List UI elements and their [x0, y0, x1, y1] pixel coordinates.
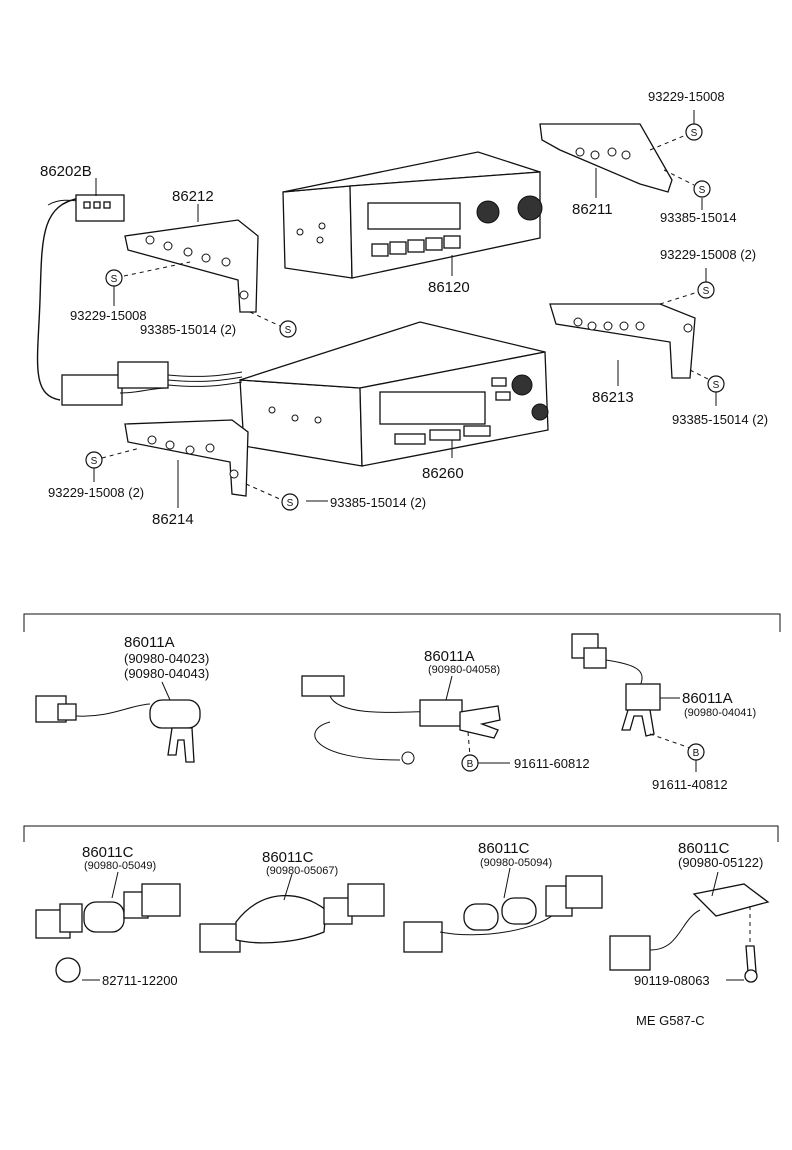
- label-93385-15014-left: 93385-15014 (2): [140, 322, 236, 337]
- section-bracket-c: [23, 825, 779, 842]
- label-93385-15014-top: 93385-15014: [660, 210, 737, 225]
- label-93229-15008-right: 93229-15008 (2): [660, 247, 756, 262]
- symbol-s: S: [691, 128, 698, 139]
- label-90980-05067: (90980-05067): [266, 865, 338, 877]
- section-bracket-a: [23, 613, 781, 632]
- symbol-s: S: [287, 498, 294, 509]
- label-86011C-3: 86011C: [478, 840, 530, 857]
- noise-filter-86011A-left: [35, 695, 201, 763]
- label-86211: 86211: [572, 201, 613, 218]
- label-93385-15014-right: 93385-15014 (2): [672, 412, 768, 427]
- label-90980-05122: (90980-05122): [678, 855, 763, 870]
- symbol-s: S: [713, 380, 720, 391]
- reference-code: ME G587-C: [636, 1013, 705, 1028]
- label-90980-05094: (90980-05094): [480, 857, 552, 869]
- label-86011A-middle: 86011A: [424, 648, 475, 665]
- top-leader-lines: [93, 110, 717, 508]
- label-86202B: 86202B: [40, 163, 92, 180]
- radio-unit-86120: [282, 151, 543, 279]
- wire-harness-86202B: [36, 194, 243, 406]
- bracket-86212: [124, 219, 259, 313]
- noise-filter-86011A-right: [571, 633, 661, 737]
- label-86120: 86120: [428, 279, 470, 296]
- label-86011A-right: 86011A: [682, 690, 733, 707]
- label-86260: 86260: [422, 465, 464, 482]
- symbol-s: S: [111, 274, 118, 285]
- label-91611-60812: 91611-60812: [514, 756, 590, 771]
- bracket-86213: [549, 303, 696, 379]
- symbol-s: S: [703, 286, 710, 297]
- fastener-symbols-top: S S S S S S S S: [85, 123, 725, 511]
- symbol-s: S: [91, 456, 98, 467]
- label-86214: 86214: [152, 511, 194, 528]
- label-90980-04023: (90980-04023): [124, 651, 209, 666]
- label-90980-04043: (90980-04043): [124, 666, 209, 681]
- label-91611-40812: 91611-40812: [652, 777, 728, 792]
- label-90980-05049: (90980-05049): [84, 860, 156, 872]
- label-82711-12200: 82711-12200: [102, 973, 178, 988]
- noise-filter-86011A-middle: [301, 675, 501, 765]
- label-86212: 86212: [172, 188, 214, 205]
- label-86011C-4: 86011C: [678, 840, 730, 857]
- label-93385-15014-low: 93385-15014 (2): [330, 495, 426, 510]
- label-90980-04041: (90980-04041): [684, 707, 756, 719]
- symbol-s: S: [285, 325, 292, 336]
- label-86011C-2: 86011C: [262, 849, 314, 866]
- noise-filter-86011C-2: [199, 883, 385, 953]
- noise-filter-86011C-1: [35, 883, 181, 939]
- label-90980-04058: (90980-04058): [428, 664, 500, 676]
- label-86213: 86213: [592, 389, 634, 406]
- symbol-s: S: [699, 185, 706, 196]
- cassette-unit-86260: [239, 321, 549, 467]
- noise-filter-86011C-3: [403, 875, 603, 953]
- symbol-b: B: [467, 759, 474, 770]
- bracket-86211: [539, 123, 673, 193]
- label-93229-15008-left: 93229-15008: [70, 308, 147, 323]
- noise-filter-86011C-4: [609, 883, 770, 983]
- label-93229-15008-top: 93229-15008: [648, 89, 725, 104]
- clamp-82711-12200: [55, 957, 81, 983]
- symbol-b: B: [693, 748, 700, 759]
- label-86011A-left: 86011A: [124, 634, 175, 651]
- label-90119-08063: 90119-08063: [634, 973, 710, 988]
- bracket-86214: [124, 419, 249, 497]
- label-86011C-1: 86011C: [82, 844, 134, 861]
- label-93229-15008-low: 93229-15008 (2): [48, 485, 144, 500]
